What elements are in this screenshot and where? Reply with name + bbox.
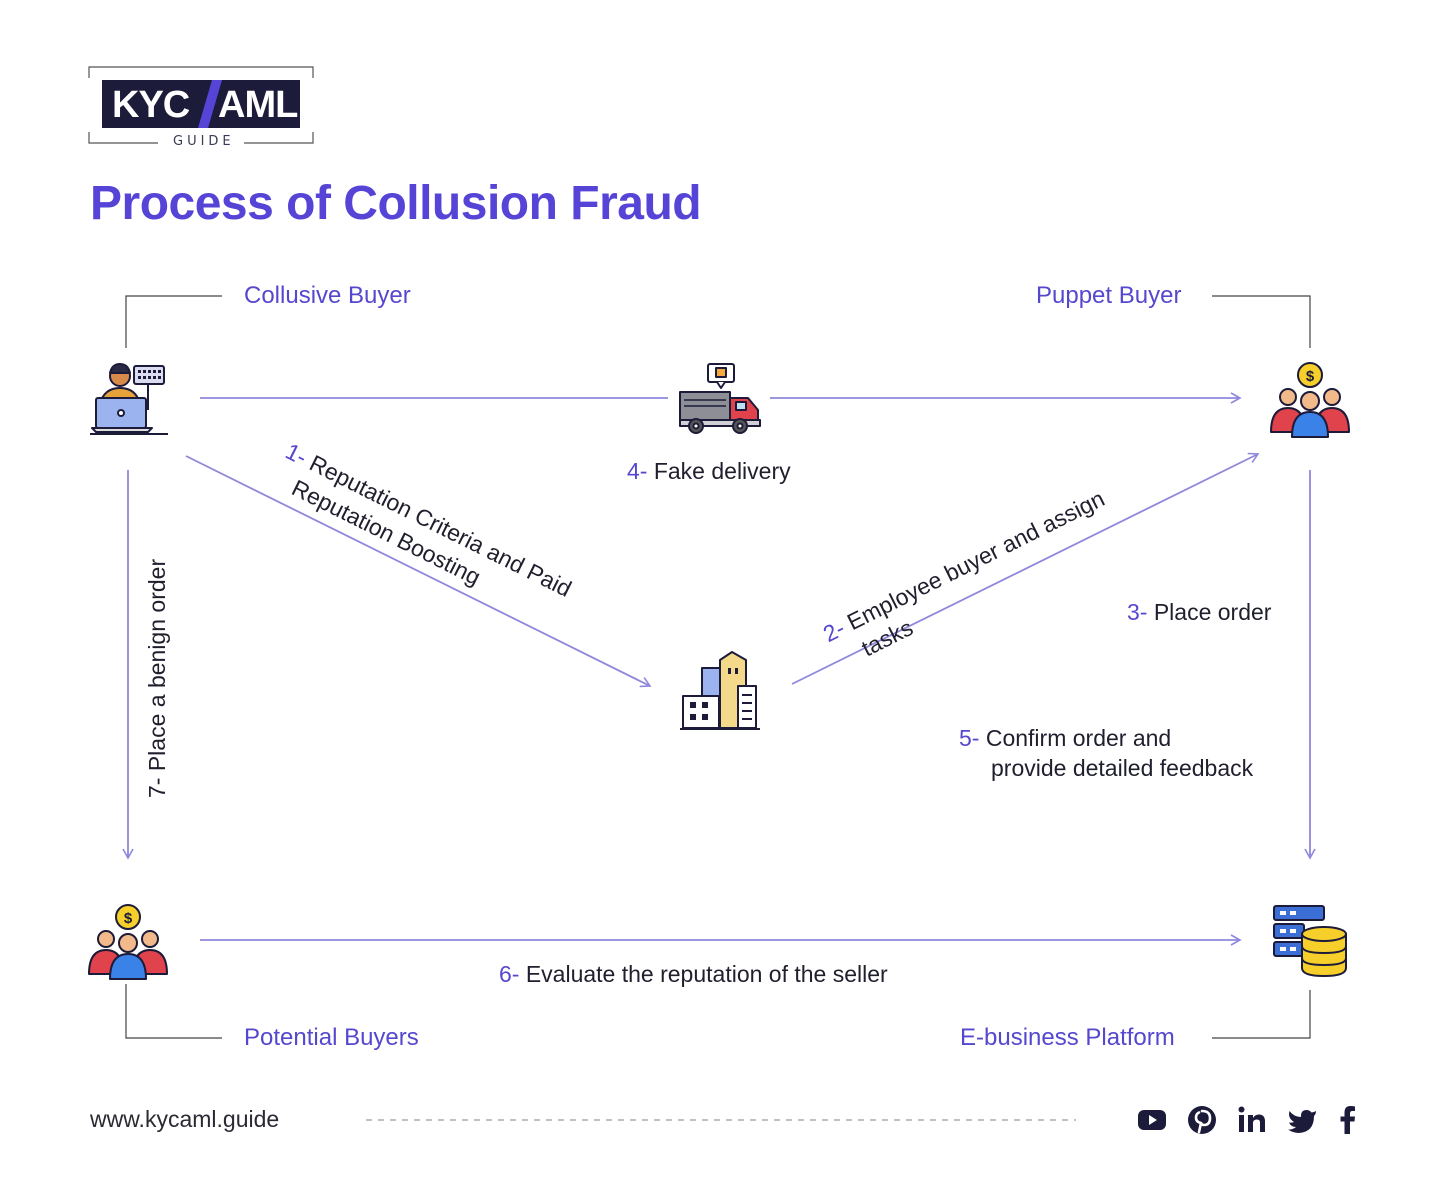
step-5-number: 5- [959, 725, 980, 751]
platform-bracket [1212, 990, 1311, 1039]
potential-bracket [125, 984, 222, 1039]
arrow-step1 [185, 455, 652, 688]
collusive-buyer-icon [90, 363, 168, 435]
step-5-text-line2: provide detailed feedback [991, 755, 1254, 781]
logo-subtitle: GUIDE [165, 134, 243, 149]
step-3-text: Place order [1153, 599, 1272, 625]
potential-buyers-label: Potential Buyers [244, 1024, 419, 1051]
company-building-icon [680, 651, 760, 730]
step-5-text-line1: Confirm order and [985, 725, 1172, 751]
delivery-truck-icon [679, 363, 761, 434]
arrow-step2 [791, 452, 1260, 685]
step-6-label: 6- Evaluate the reputation of the seller [499, 961, 888, 988]
logo-mark: KYC AML [102, 80, 300, 128]
potential-buyers-icon: $ [88, 904, 168, 980]
step-6-text: Evaluate the reputation of the seller [525, 961, 888, 987]
puppet-buyer-label: Puppet Buyer [1036, 282, 1182, 309]
logo [88, 66, 314, 144]
ebusiness-platform-icon [1273, 905, 1347, 977]
step-5-label: 5- Confirm order and provide detailed fe… [959, 723, 1253, 783]
step-7-text: Place a benign order [144, 558, 170, 772]
facebook-icon[interactable] [1332, 1104, 1364, 1136]
svg-text:$: $ [124, 910, 133, 927]
logo-text-kyc: KYC [112, 84, 190, 126]
step-7-label: 7- Place a benign order [144, 559, 171, 798]
linkedin-icon[interactable] [1236, 1104, 1268, 1136]
twitter-icon[interactable] [1286, 1104, 1318, 1136]
puppet-buyer-icon: $ [1270, 362, 1350, 438]
puppet-bracket [1212, 295, 1311, 348]
footer-url-link[interactable]: www.kycaml.guide [90, 1106, 280, 1132]
logo-text-aml: AML [218, 84, 298, 126]
step-7-number: 7- [144, 777, 170, 798]
step-4-number: 4- [627, 458, 648, 484]
svg-text:$: $ [1306, 368, 1315, 385]
youtube-icon[interactable] [1136, 1104, 1168, 1136]
page-title: Process of Collusion Fraud [90, 177, 702, 230]
step-4-text: Fake delivery [653, 458, 791, 484]
collusive-buyer-label: Collusive Buyer [244, 282, 411, 309]
ebusiness-platform-label: E-business Platform [960, 1024, 1175, 1051]
step-3-number: 3- [1127, 599, 1148, 625]
label-brackets [125, 295, 1311, 1039]
step-3-label: 3- Place order [1127, 599, 1271, 626]
step-6-number: 6- [499, 961, 520, 987]
pinterest-icon[interactable] [1186, 1104, 1218, 1136]
collusive-bracket [125, 295, 222, 348]
step-4-label: 4- Fake delivery [627, 458, 791, 485]
